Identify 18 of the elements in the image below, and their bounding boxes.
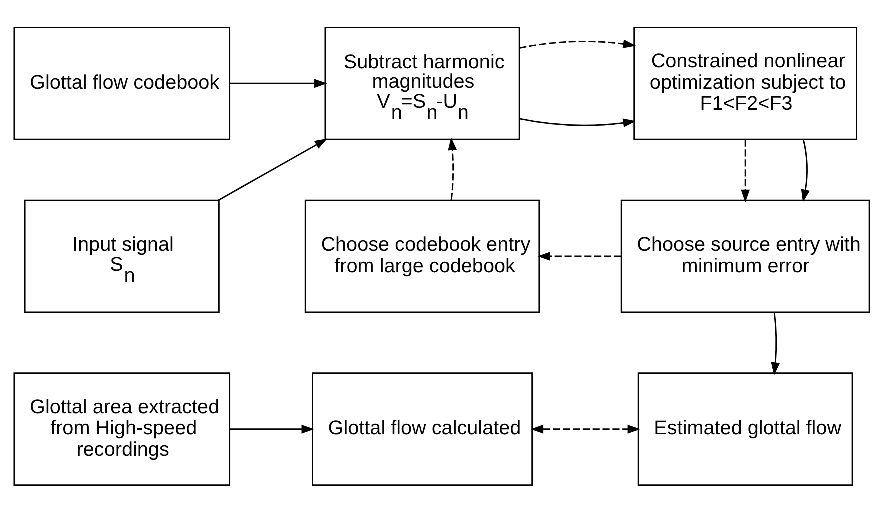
node-box: Choose codebook entry from large codebook — [304, 200, 540, 314]
arrow — [520, 40, 636, 50]
arrow — [230, 79, 328, 88]
arrow — [771, 312, 780, 376]
node-box: Estimated glottal flow — [638, 372, 854, 486]
node-box: Glottal area extracted from High-speed recordings — [14, 372, 231, 486]
arrow — [538, 252, 622, 261]
arrow — [218, 138, 328, 202]
node-box: Glottal flow calculated — [312, 372, 534, 486]
arrow — [741, 140, 750, 203]
arrow — [230, 424, 315, 434]
arrow — [801, 140, 810, 203]
node-box: Choose source entry with minimum error — [620, 200, 870, 314]
node-box: Constrained nonlinear optimization subject to F1<F2<F3 — [634, 26, 858, 140]
arrow — [530, 424, 641, 434]
node-box: Glottal flow codebook — [14, 26, 231, 140]
arrow — [448, 138, 458, 201]
arrow — [520, 118, 636, 128]
